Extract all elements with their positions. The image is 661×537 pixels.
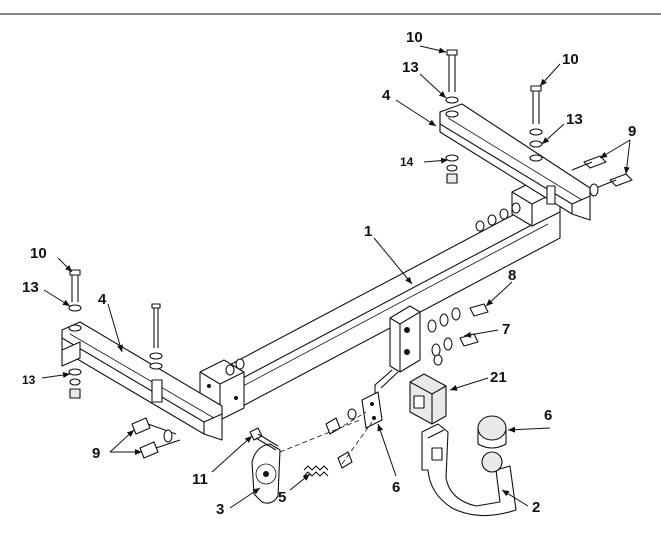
assembly-lines [279,411,373,465]
washers-lower-left [68,368,82,399]
label-6-mid: 6 [392,479,400,496]
left-side-member [61,321,223,441]
label-10-top-a: 10 [406,29,423,46]
label-2: 2 [532,499,540,516]
tow-ball-head [477,415,507,449]
callouts: 1 4 10 13 10 13 14 9 10 13 4 1 [22,29,636,518]
label-11: 11 [192,471,208,488]
label-1: 1 [364,223,372,240]
washers-lower-right [445,154,459,184]
crossbar-nuts-right [475,202,521,232]
label-9-right: 9 [628,123,636,140]
bolt-left [68,269,82,332]
label-4-left: 4 [98,291,107,308]
tow-ball-neck [421,423,517,517]
side-bolts-left [131,417,181,459]
side-plate [361,391,383,429]
crossbar-nuts-left [225,358,245,376]
spring-and-bolts [303,408,357,477]
socket-plate [251,443,281,504]
label-10-left: 10 [30,245,47,262]
center-bolts [427,303,489,366]
label-13-left-b: 13 [22,373,36,387]
label-9-left: 9 [92,445,100,462]
label-21: 21 [490,369,507,386]
label-5: 5 [278,489,286,506]
label-8: 8 [508,267,516,284]
center-mounting-bracket [374,305,421,400]
side-bolts-right [571,155,633,197]
label-13-top-b: 13 [566,111,583,128]
bolt-top-b [529,85,543,162]
label-3: 3 [216,501,224,518]
label-7: 7 [502,321,510,338]
bolt-left-b [149,303,163,370]
label-13-left-a: 13 [22,279,39,296]
label-13-top-a: 13 [402,59,419,76]
bolt-top-a [445,49,459,118]
plate-bolt [249,427,279,451]
label-10-top-b: 10 [562,51,579,68]
label-6-right: 6 [544,407,552,424]
label-4-top: 4 [382,87,391,104]
socket-module [409,373,447,425]
right-side-member [439,103,591,221]
label-14: 14 [400,155,414,169]
